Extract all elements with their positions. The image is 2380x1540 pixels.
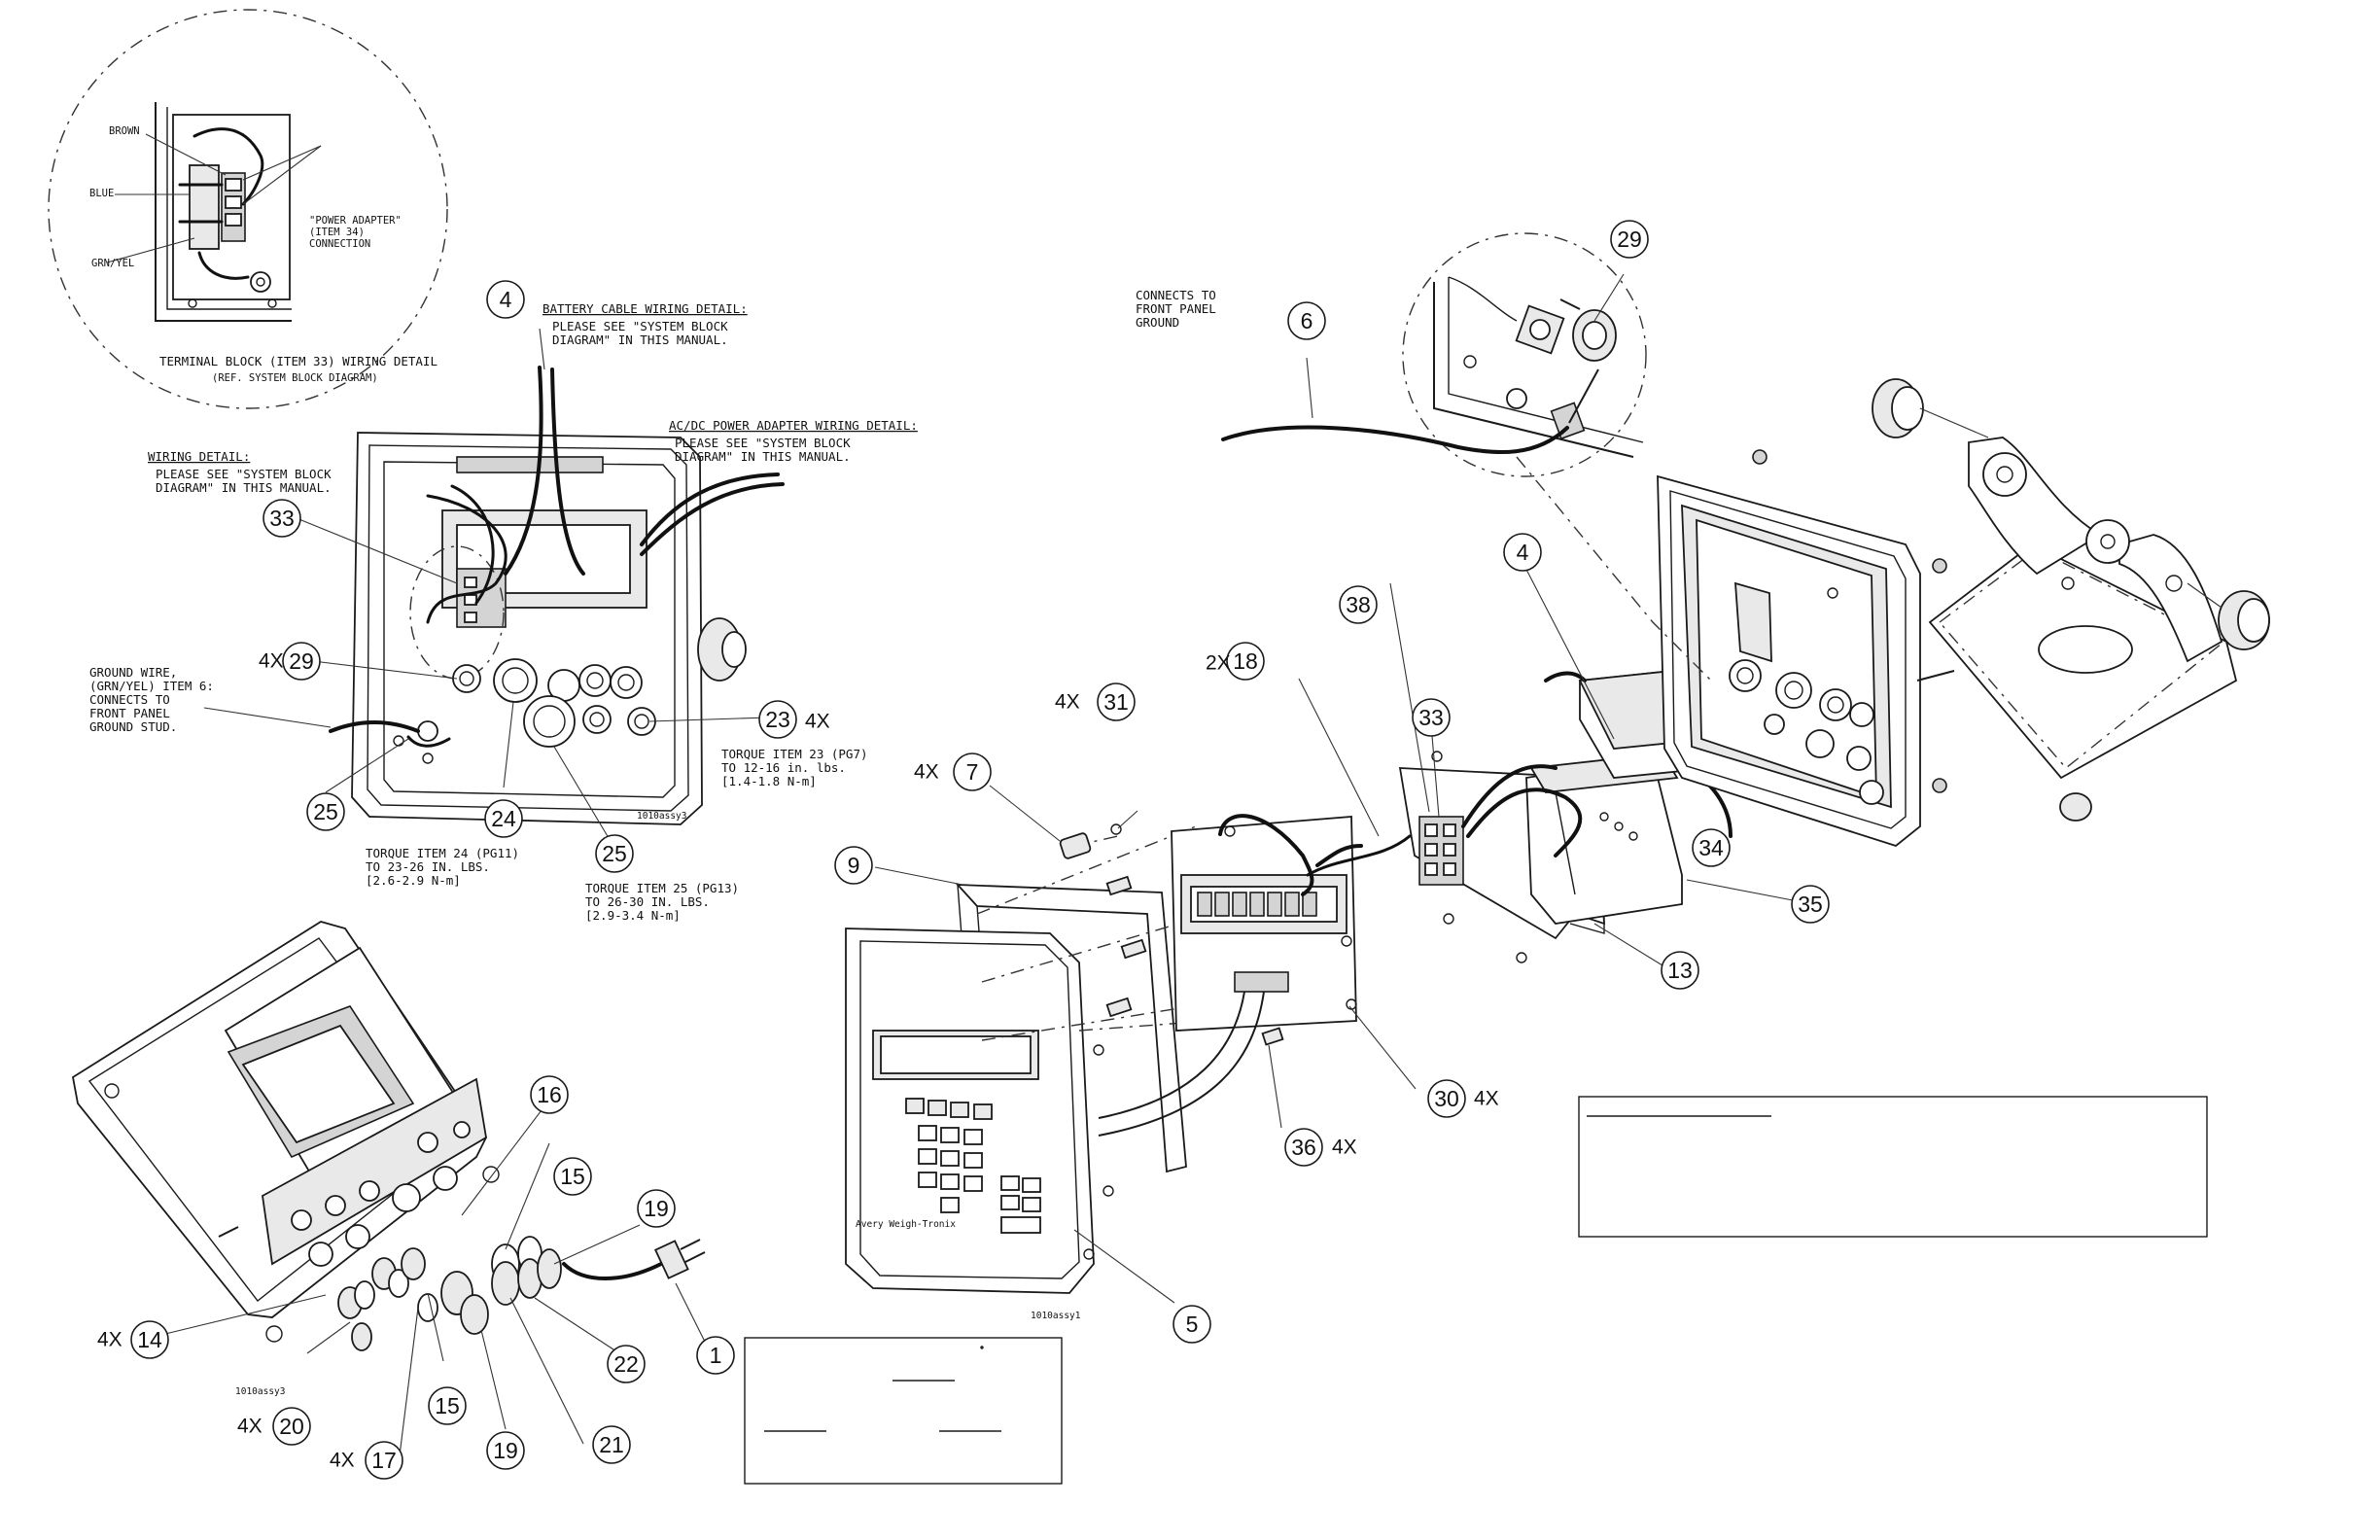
acdc-note-title: AC/DC POWER ADAPTER WIRING DETAIL: <box>669 418 918 433</box>
callout-4-front: 4 <box>1517 540 1529 565</box>
callout-5: 5 <box>1186 1312 1199 1337</box>
keypad-brand: Avery Weigh-Tronix <box>856 1219 956 1230</box>
callout-25-right: 25 <box>602 841 627 866</box>
connects-note-line-2: FRONT PANEL <box>1136 301 1216 316</box>
callout-7: 7 <box>966 759 979 785</box>
callout-19-bottom: 19 <box>493 1438 518 1463</box>
keypad <box>905 1098 1041 1234</box>
torque25-note-line-3: [2.9-3.4 N-m] <box>585 908 681 923</box>
torque23-note-line-3: [1.4-1.8 N-m] <box>721 774 817 788</box>
torque24-note-line-1: TORQUE ITEM 24 (PG11) <box>366 846 519 860</box>
power-adapter-label-3: CONNECTION <box>309 238 370 250</box>
callout-18: 18 <box>1233 648 1258 674</box>
callout-15-bottom: 15 <box>435 1393 460 1418</box>
brown-label: BROWN <box>109 125 140 137</box>
terminal-block-detail: BROWN BLUE GRN/YEL "POWER ADAPTER" (ITEM… <box>48 9 448 409</box>
qty-4x-20: 4X <box>237 1416 262 1438</box>
ground-note-line-4: FRONT PANEL <box>89 706 170 720</box>
callout-13: 13 <box>1667 958 1693 983</box>
revision-box <box>1578 1096 2208 1238</box>
wiring-note-line-2: DIAGRAM" IN THIS MANUAL. <box>156 480 332 495</box>
ground-note-line-5: GROUND STUD. <box>89 719 177 734</box>
callout-29-detail: 29 <box>1617 227 1642 252</box>
qty-4x-7: 4X <box>914 761 939 784</box>
wiring-note-line-1: PLEASE SEE "SYSTEM BLOCK <box>156 467 332 481</box>
callout-1: 1 <box>710 1343 722 1368</box>
rear-view-notes: BATTERY CABLE WIRING DETAIL: PLEASE SEE … <box>89 301 918 923</box>
callout-21: 21 <box>599 1432 624 1457</box>
callout-6: 6 <box>1301 308 1313 333</box>
qty-4x-14: 4X <box>97 1329 122 1351</box>
torque23-note-line-2: TO 12-16 in. lbs. <box>721 760 846 775</box>
terminal-block-detail-title: TERMINAL BLOCK (ITEM 33) WIRING DETAIL <box>159 354 438 368</box>
ground-note-line-2: (GRN/YEL) ITEM 6: <box>89 679 214 693</box>
battery-note-title: BATTERY CABLE WIRING DETAIL: <box>542 301 748 316</box>
ground-detail-circle <box>1402 232 1647 477</box>
torque23-note-line-1: TORQUE ITEM 23 (PG7) <box>721 747 868 761</box>
front-panel-assembly: Avery Weigh-Tronix <box>845 678 1417 1321</box>
callout-29-rear: 29 <box>289 648 314 674</box>
qty-4x-23: 4X <box>805 711 830 733</box>
detail-circle <box>48 9 448 409</box>
callout-35: 35 <box>1798 892 1823 917</box>
callout-23: 23 <box>765 707 790 732</box>
acdc-note-line-2: DIAGRAM" IN THIS MANUAL. <box>675 449 851 464</box>
callout-31: 31 <box>1103 689 1129 715</box>
torque25-note-line-1: TORQUE ITEM 25 (PG13) <box>585 881 739 895</box>
terminal-block-detail-ref: (REF. SYSTEM BLOCK DIAGRAM) <box>212 372 378 384</box>
connects-note-line-1: CONNECTS TO <box>1136 288 1216 302</box>
torque25-note-line-2: TO 26-30 IN. LBS. <box>585 894 710 909</box>
qty-4x-36: 4X <box>1332 1137 1357 1159</box>
acdc-note-line-1: PLEASE SEE "SYSTEM BLOCK <box>675 436 851 450</box>
qty-4x-31: 4X <box>1055 691 1080 714</box>
torque24-note-line-2: TO 23-26 IN. LBS. <box>366 859 490 874</box>
grn-yel-label: GRN/YEL <box>91 258 134 269</box>
blue-label: BLUE <box>89 188 114 199</box>
enclosure-with-stand <box>1657 378 2270 848</box>
title-block <box>744 1337 1063 1485</box>
callout-33-rear: 33 <box>269 506 295 531</box>
ground-detail: CONNECTS TO FRONT PANEL GROUND <box>1136 232 1712 682</box>
qty-4x-30: 4X <box>1474 1088 1499 1110</box>
callouts: 4 33 29 4X 23 4X 25 24 25 18 2X 38 31 4X… <box>97 220 1830 1480</box>
callout-38: 38 <box>1346 592 1371 617</box>
wiring-note-title: WIRING DETAIL: <box>148 449 250 464</box>
callout-36: 36 <box>1291 1135 1316 1160</box>
battery-note-line-1: PLEASE SEE "SYSTEM BLOCK <box>552 319 728 333</box>
connects-note-line-3: GROUND <box>1136 315 1179 330</box>
callout-14: 14 <box>137 1327 162 1352</box>
bottom-enclosure-view: 1010assy3 <box>72 921 706 1464</box>
callout-4-rear: 4 <box>500 287 512 312</box>
exploded-glands <box>337 1236 706 1351</box>
callout-34: 34 <box>1698 835 1724 860</box>
callout-25-left: 25 <box>313 799 338 824</box>
callout-9: 9 <box>848 853 860 878</box>
callout-24: 24 <box>491 806 516 831</box>
battery-note-line-2: DIAGRAM" IN THIS MANUAL. <box>552 332 728 347</box>
front-assy-drawing-id: 1010assy1 <box>1031 1311 1081 1321</box>
power-adapter-label-2: (ITEM 34) <box>309 227 365 238</box>
qty-4x-17: 4X <box>330 1450 355 1472</box>
callout-33-front: 33 <box>1418 705 1444 730</box>
callout-15-top: 15 <box>560 1164 585 1189</box>
qty-4x-29: 4X <box>259 650 284 673</box>
callout-30: 30 <box>1434 1086 1459 1111</box>
qty-2x-18: 2X <box>1206 652 1231 675</box>
callout-19-top: 19 <box>644 1196 669 1221</box>
bottom-view-drawing-id: 1010assy3 <box>235 1386 285 1397</box>
power-adapter-label-1: "POWER ADAPTER" <box>309 215 402 227</box>
rear-enclosure-view: 1010assy3 <box>203 328 785 849</box>
callout-17: 17 <box>371 1448 397 1473</box>
ground-note-line-3: CONNECTS TO <box>89 692 170 707</box>
rear-view-drawing-id: 1010assy3 <box>637 811 686 822</box>
torque24-note-line-3: [2.6-2.9 N-m] <box>366 873 461 888</box>
callout-20: 20 <box>279 1414 304 1439</box>
callout-22: 22 <box>613 1351 639 1377</box>
ground-note-line-1: GROUND WIRE, <box>89 665 177 680</box>
callout-16: 16 <box>537 1082 562 1107</box>
